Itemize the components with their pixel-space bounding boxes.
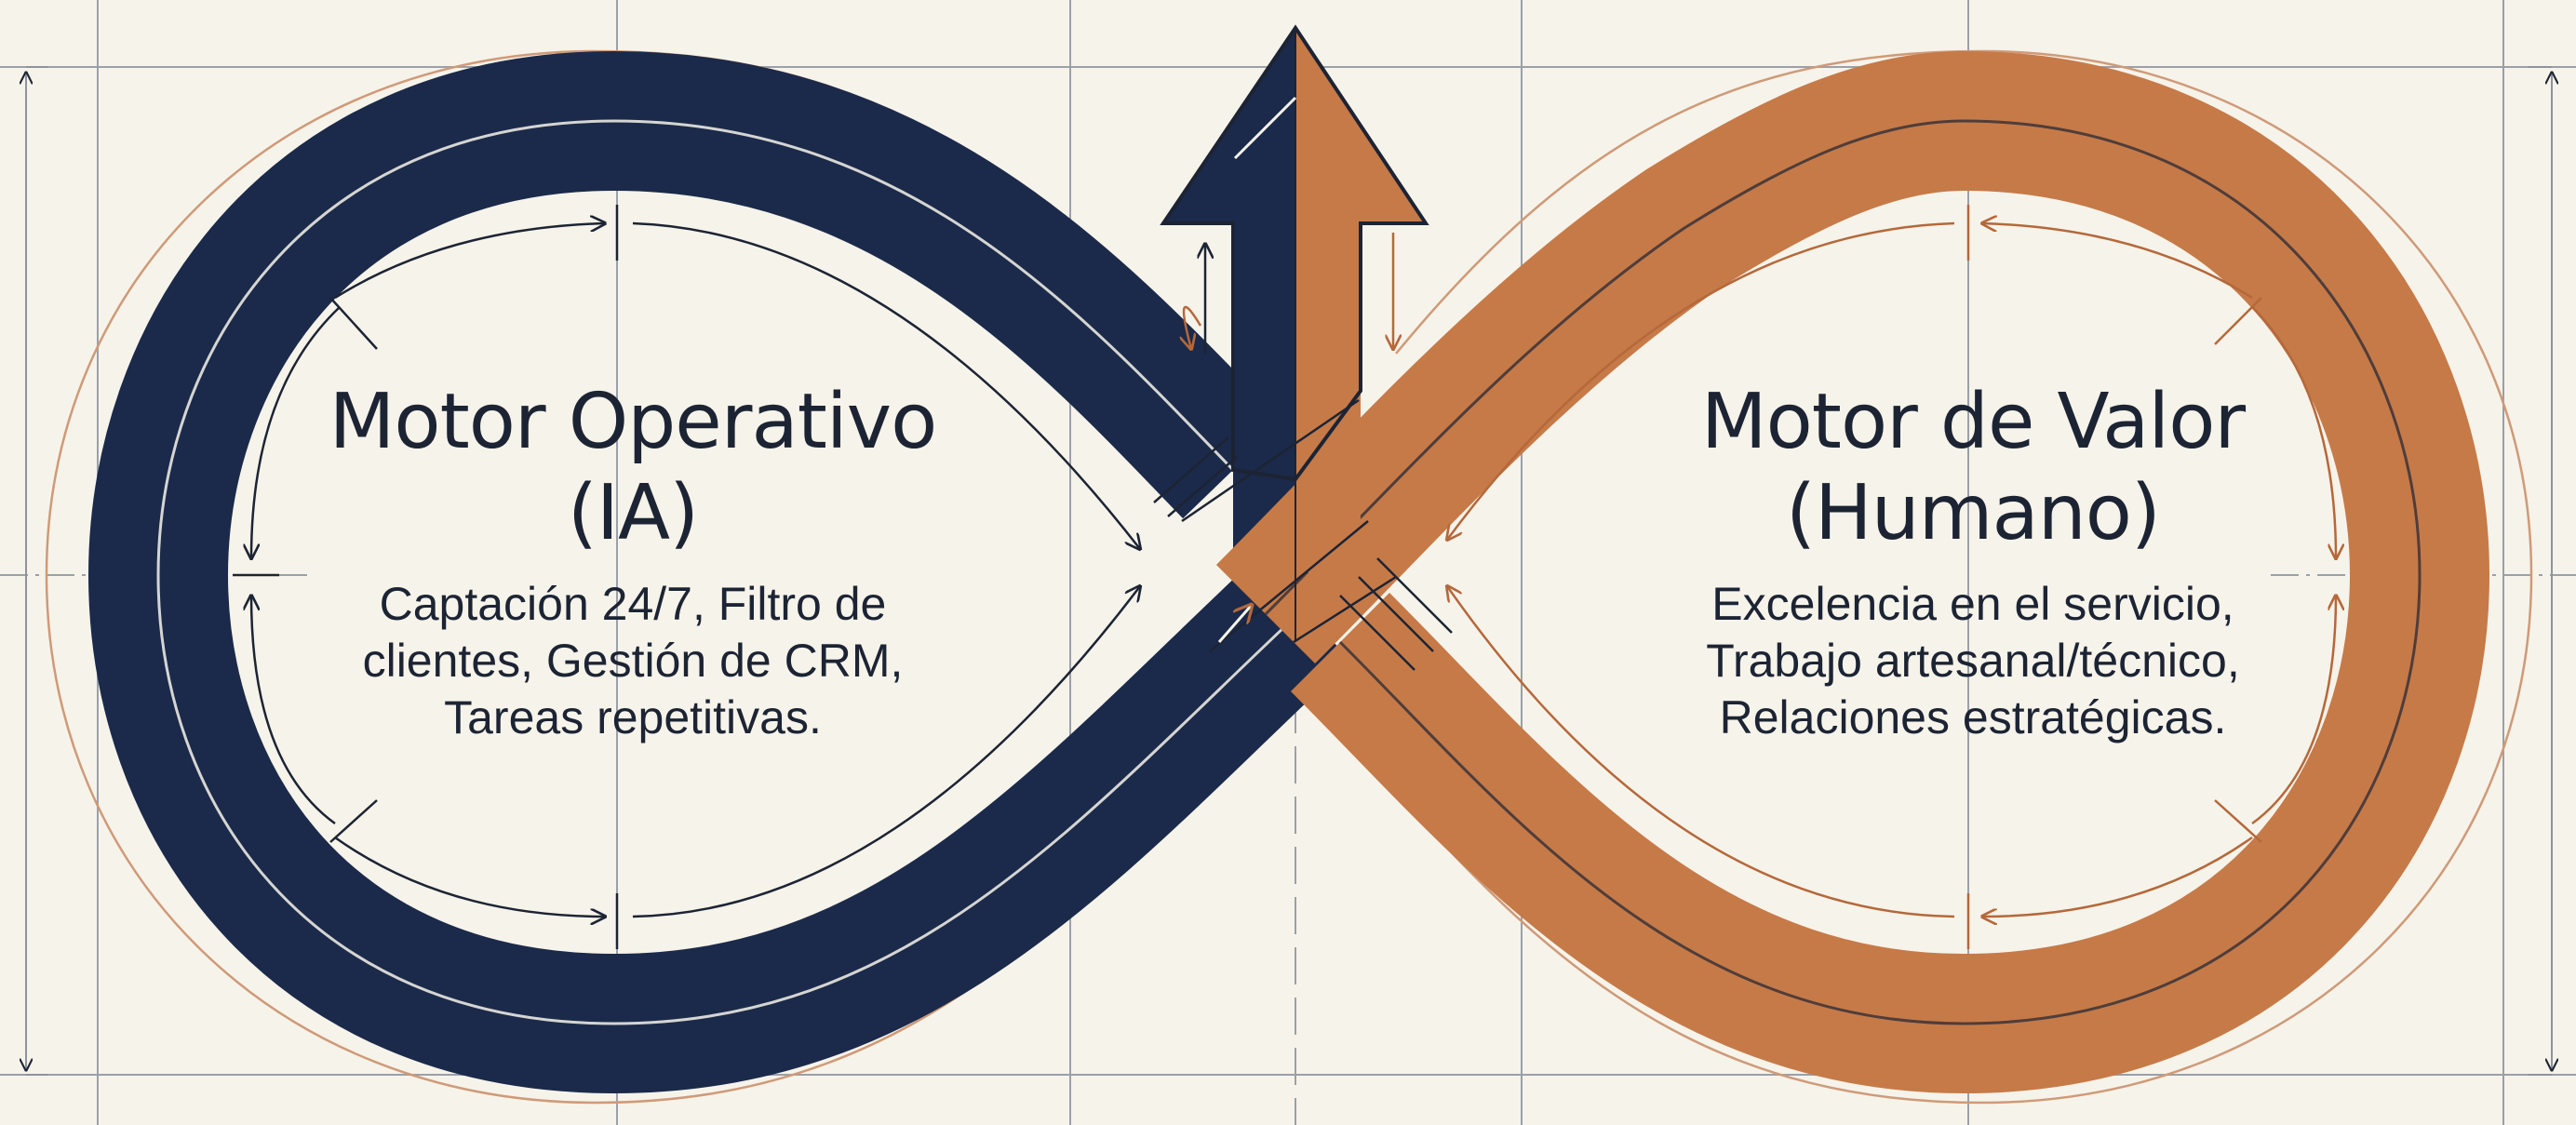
left-motor-desc-line1: Captación 24/7, Filtro de — [379, 578, 887, 630]
right-motor-title-line1: Motor de Valor — [1700, 378, 2246, 466]
left-motor-label: Motor Operativo (IA) Captación 24/7, Fil… — [261, 377, 1005, 746]
left-motor-title-line1: Motor Operativo — [329, 378, 938, 466]
right-motor-desc-line2: Trabajo artesanal/técnico, — [1706, 635, 2240, 687]
right-motor-desc-line3: Relaciones estratégicas. — [1719, 691, 2227, 743]
right-motor-title-line2: (Humano) — [1786, 469, 2161, 557]
upward-arrow-icon — [1160, 24, 1429, 642]
left-motor-title-line2: (IA) — [567, 469, 699, 557]
central-weave — [1153, 398, 1453, 671]
left-motor-desc-line3: Tareas repetitivas. — [444, 691, 822, 743]
dimension-lines — [26, 66, 2552, 1076]
right-flow-arrows — [1184, 205, 2336, 949]
left-motor-desc-line2: clientes, Gestión de CRM, — [362, 635, 904, 687]
left-flow-arrows — [233, 205, 1205, 949]
right-motor-label: Motor de Valor (Humano) Excelencia en el… — [1591, 377, 2355, 746]
center-flow-arrow — [1217, 605, 1252, 643]
right-motor-desc-line1: Excelencia en el servicio, — [1711, 578, 2234, 630]
